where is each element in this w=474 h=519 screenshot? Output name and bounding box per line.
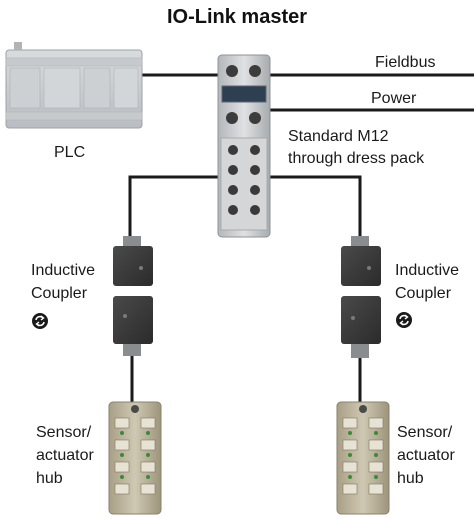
right-coupler-label-line2: Coupler: [395, 285, 452, 302]
connection-lines: [128, 73, 474, 405]
plc-device: [5, 42, 143, 129]
fieldbus-label: Fieldbus: [375, 54, 436, 71]
right-coupler-label-line1: Inductive: [395, 262, 460, 279]
right-hub-label-line2: actuator: [397, 447, 455, 464]
left-branch-cable: [128, 175, 222, 243]
power-label: Power: [371, 90, 417, 107]
inductive-coupling-icon: [32, 313, 48, 329]
left-coupler-label-line1: Inductive: [31, 262, 96, 279]
left-sensor-actuator-hub: [108, 401, 162, 515]
inductive-coupling-icon: [396, 312, 412, 328]
right-inductive-coupler: [341, 236, 381, 358]
right-sensor-actuator-hub: [336, 401, 390, 515]
plc-label: PLC: [54, 144, 86, 161]
right-hub-label-line1: Sensor/: [397, 424, 453, 441]
right-branch-cable: [270, 175, 362, 243]
diagram-title: IO-Link master: [166, 6, 308, 28]
left-hub-label-line3: hub: [36, 470, 63, 487]
io-link-master-device: [217, 54, 271, 238]
right-hub-label-line3: hub: [397, 470, 424, 487]
left-hub-label-line2: actuator: [36, 447, 94, 464]
left-hub-label-line1: Sensor/: [36, 424, 92, 441]
left-coupler-label-line2: Coupler: [31, 285, 88, 302]
master-port-label-line2: through dress pack: [288, 150, 425, 167]
master-port-label-line1: Standard M12: [288, 128, 389, 145]
left-inductive-coupler: [113, 236, 153, 356]
